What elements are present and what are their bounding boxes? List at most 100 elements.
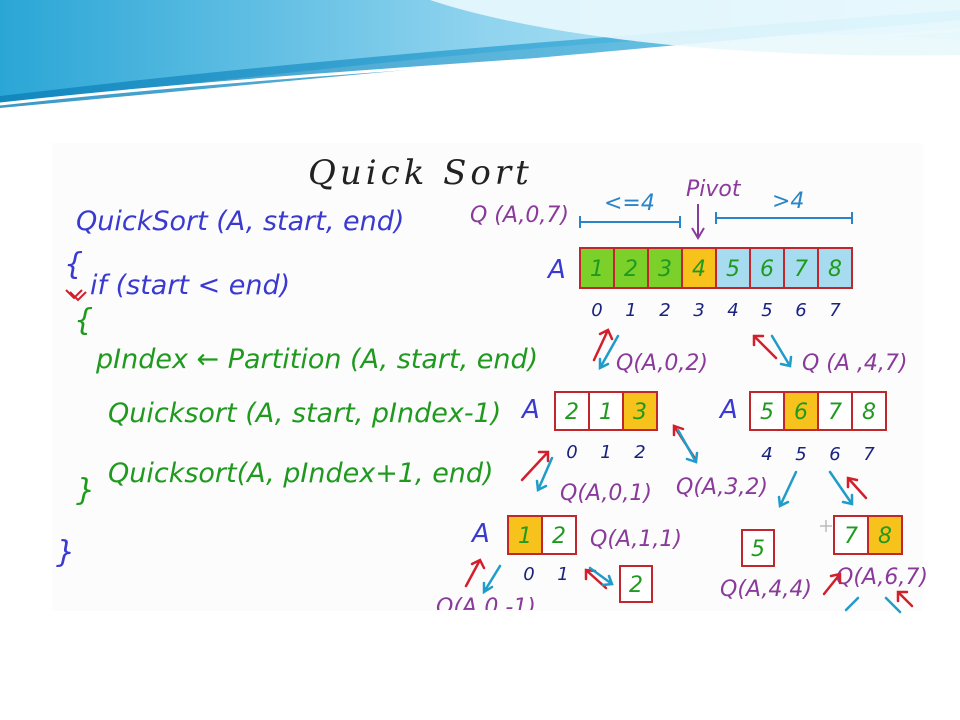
array-index: 6 — [795, 300, 806, 321]
array-cell — [817, 391, 853, 431]
arrow-call-icon — [770, 334, 793, 368]
array-cell-value: 8 — [878, 524, 892, 549]
array-cell-value: 2 — [624, 257, 638, 282]
array-index: 0 — [566, 442, 577, 463]
range-dividers — [579, 212, 853, 228]
arrow-return-icon — [520, 450, 550, 482]
single-cell-5: 5 — [741, 529, 775, 567]
recursion-arrows — [464, 328, 914, 614]
array-index: 5 — [795, 444, 806, 465]
right-array-name: A — [718, 395, 738, 425]
array-cell-value: 8 — [862, 400, 876, 425]
array-cell — [833, 515, 869, 555]
array-cell — [647, 247, 683, 289]
cut-call-clip: Q(A,0,-1) — [436, 595, 536, 620]
array-index: 7 — [829, 300, 841, 321]
root-call-label: Q (A,0,7) — [470, 203, 569, 228]
array-cell-value: 6 — [760, 257, 774, 282]
code-partition-line: pIndex ← Partition (A, start, end) — [95, 344, 538, 375]
array-cell-value: 2 — [552, 524, 566, 549]
array-cell — [541, 515, 577, 555]
right-indices: 4 5 6 7 — [761, 444, 875, 465]
array-cell-value: 7 — [828, 400, 842, 425]
slide-title: Quick Sort — [308, 153, 533, 193]
code-inner-close: } — [76, 473, 95, 508]
array-cell — [817, 247, 853, 289]
call-a01-label: Q(A,0,1) — [560, 481, 652, 506]
ll-array-name: A — [470, 519, 490, 549]
array-cell-value: 3 — [633, 400, 647, 425]
arrow-call-icon — [828, 470, 854, 506]
array-index: 2 — [659, 300, 670, 321]
slide-banner-wave — [0, 0, 960, 108]
single-cell-2-value: 2 — [629, 573, 643, 598]
less-equal-label: <=4 — [604, 191, 655, 216]
greater-label: >4 — [772, 189, 804, 214]
code-signature: QuickSort (A, start, end) — [76, 206, 404, 237]
array-cell — [715, 247, 751, 289]
array-cell-value: 8 — [828, 257, 842, 282]
array-cell-value: 4 — [692, 257, 706, 282]
array-index: 1 — [600, 442, 611, 463]
array-index: 2 — [634, 442, 645, 463]
arrow-return-icon — [896, 590, 914, 608]
code-if-line: if (start < end) — [90, 270, 290, 301]
array-index: 4 — [761, 444, 772, 465]
right-call-label: Q (A ,4,7) — [802, 351, 908, 376]
array-index: 5 — [761, 300, 772, 321]
cut-call-label: Q(A,0,-1) — [436, 595, 536, 620]
array-cell-value: 5 — [760, 400, 774, 425]
array-index: 0 — [591, 300, 602, 321]
array-cell — [622, 391, 658, 431]
arrow-return-icon — [822, 572, 842, 596]
arrow-call-icon — [844, 596, 860, 612]
call-a67-label: Q(A,6,7) — [836, 565, 928, 590]
arrow-return-icon — [464, 558, 486, 588]
array-index: 6 — [829, 444, 840, 465]
code-close-brace: } — [56, 535, 75, 570]
arrow-call-icon — [884, 596, 902, 614]
array-cell — [851, 391, 887, 431]
single-cell-2: 2 — [619, 565, 653, 603]
code-call-right: Quicksort(A, pIndex+1, end) — [108, 458, 494, 489]
pointer-mark-icon — [65, 289, 87, 302]
pivot-label: Pivot — [686, 177, 742, 202]
pseudocode: QuickSort (A, start, end) { if (start < … — [56, 206, 538, 570]
call-a11-label: Q(A,1,1) — [590, 527, 682, 552]
array-index: 1 — [625, 300, 636, 321]
arrow-return-icon — [752, 334, 778, 360]
array-cell-value: 6 — [794, 400, 808, 425]
arrow-call-icon — [598, 334, 620, 371]
single-cell-5-value: 5 — [751, 537, 765, 562]
cursor-crosshair-icon — [820, 520, 832, 532]
array-index: 7 — [863, 444, 875, 465]
arrow-return-icon — [846, 476, 868, 500]
array-cell — [507, 515, 543, 555]
array-cell-value: 7 — [794, 257, 808, 282]
array-index: 1 — [557, 564, 568, 585]
whiteboard — [52, 143, 923, 611]
arrow-return-icon — [592, 328, 614, 362]
root-array-name: A — [546, 255, 566, 285]
array-cell-value: 7 — [844, 524, 858, 549]
code-inner-open: { — [74, 303, 93, 338]
pivot-arrow-icon — [691, 204, 705, 240]
left-array-name: A — [520, 395, 540, 425]
arrow-call-icon — [482, 564, 502, 595]
array-cell-value: 3 — [658, 257, 672, 282]
left-call-label: Q(A,0,2) — [616, 351, 708, 376]
array-index: 4 — [727, 300, 738, 321]
array-cell-value: 1 — [599, 400, 613, 425]
call-a44-label: Q(A,4,4) — [720, 577, 812, 602]
array-cell-value: 1 — [518, 524, 532, 549]
arrow-call-icon — [676, 428, 699, 464]
array-cell — [867, 515, 903, 555]
array-cell-value: 1 — [590, 257, 604, 282]
arrow-call-icon — [777, 470, 798, 508]
arrow-call-icon — [535, 456, 554, 492]
